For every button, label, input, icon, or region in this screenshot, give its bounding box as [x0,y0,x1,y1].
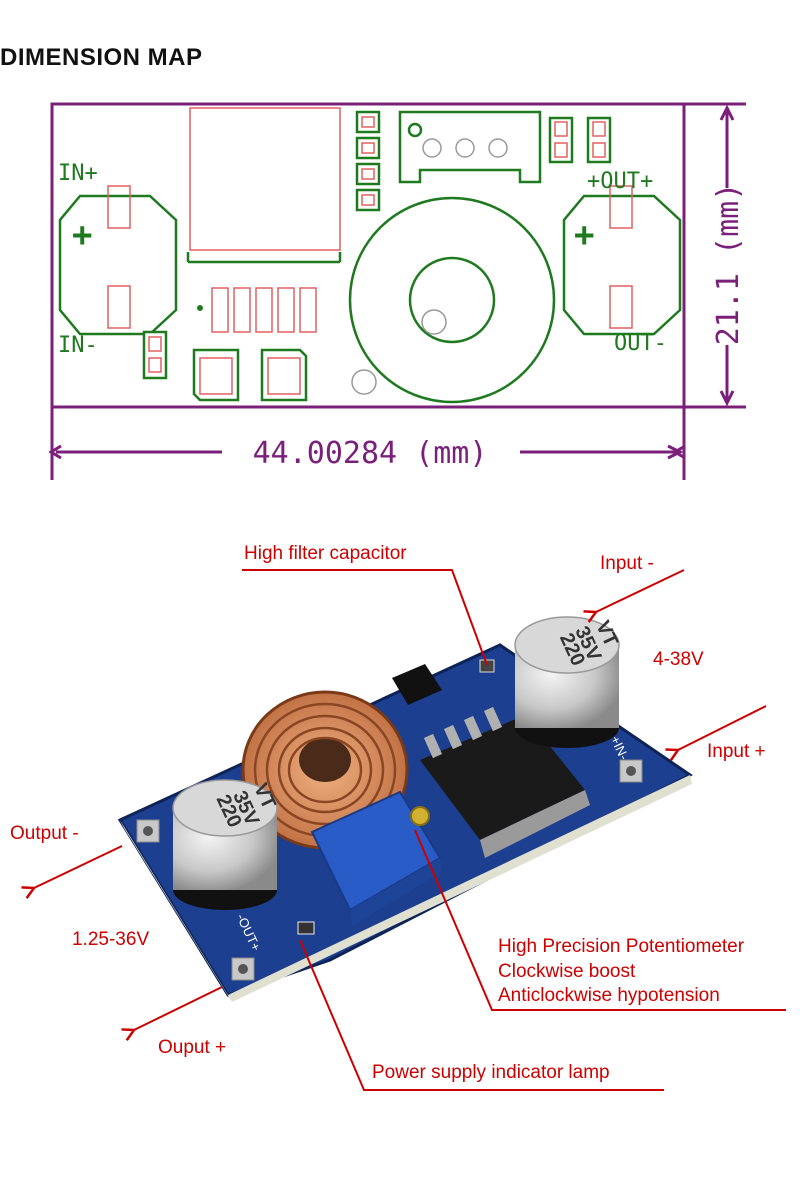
callout-input-voltage: 4-38V [653,649,704,670]
input-capacitor: 220 35V VT [514,616,622,748]
callout-output-minus: Output - [10,823,79,844]
callout-pot-line3: Anticlockwise hypotension [498,985,720,1006]
board-edge [120,820,232,1002]
output-capacitor: 220 35V VT [172,779,280,910]
input-capacitor-footprint: + [58,185,178,336]
page-title: DIMENSION MAP [0,44,203,71]
module-illustration: 220 35V VT 220 35V VT +IN- -OUT+ [117,616,693,1002]
regulator-ic [420,715,585,840]
smd-pads-top-right [548,116,612,164]
callout-pot-line1: High Precision Potentiometer [498,936,745,957]
plus-symbol-left: + [72,215,92,255]
callout-input-minus: Input - [600,553,654,574]
output-capacitor-footprint: + [562,185,682,336]
callout-indicator: Power supply indicator lamp [372,1062,610,1083]
callouts: High filter capacitor Input - 4-38V Inpu… [10,543,786,1091]
dim-height-label: 21.1 (mm) [711,183,746,346]
small-transistor [392,664,442,705]
potentiometer-screw [410,806,430,826]
board-outline [50,102,686,409]
callout-filter-capacitor: High filter capacitor [244,543,407,564]
inductor-footprint [189,107,341,251]
toroid-footprint [348,196,556,404]
label-out-plus: +OUT+ [587,169,653,194]
callout-output-voltage: 1.25-36V [72,929,149,950]
smd-pads-column [355,110,381,212]
label-in-minus: IN- [58,333,98,358]
callout-output-plus: Ouput + [158,1037,226,1058]
indicator-led [297,921,315,935]
callout-input-plus: Input + [707,741,766,762]
smd-pads-bottom [142,330,308,402]
connector-footprint [398,110,542,184]
ic-footprint [197,287,317,333]
filter-capacitor-smd [479,659,495,673]
dim-width-label: 44.00284 (mm) [253,436,488,471]
label-out-minus: OUT- [614,331,667,356]
plus-symbol-right: + [574,215,594,255]
callout-pot-line2: Clockwise boost [498,961,636,982]
pcb-outline-drawing: 44.00284 (mm) 21.1 (mm) [50,102,746,480]
label-in-plus: IN+ [58,161,98,186]
toroid-inner-ring [408,256,496,344]
